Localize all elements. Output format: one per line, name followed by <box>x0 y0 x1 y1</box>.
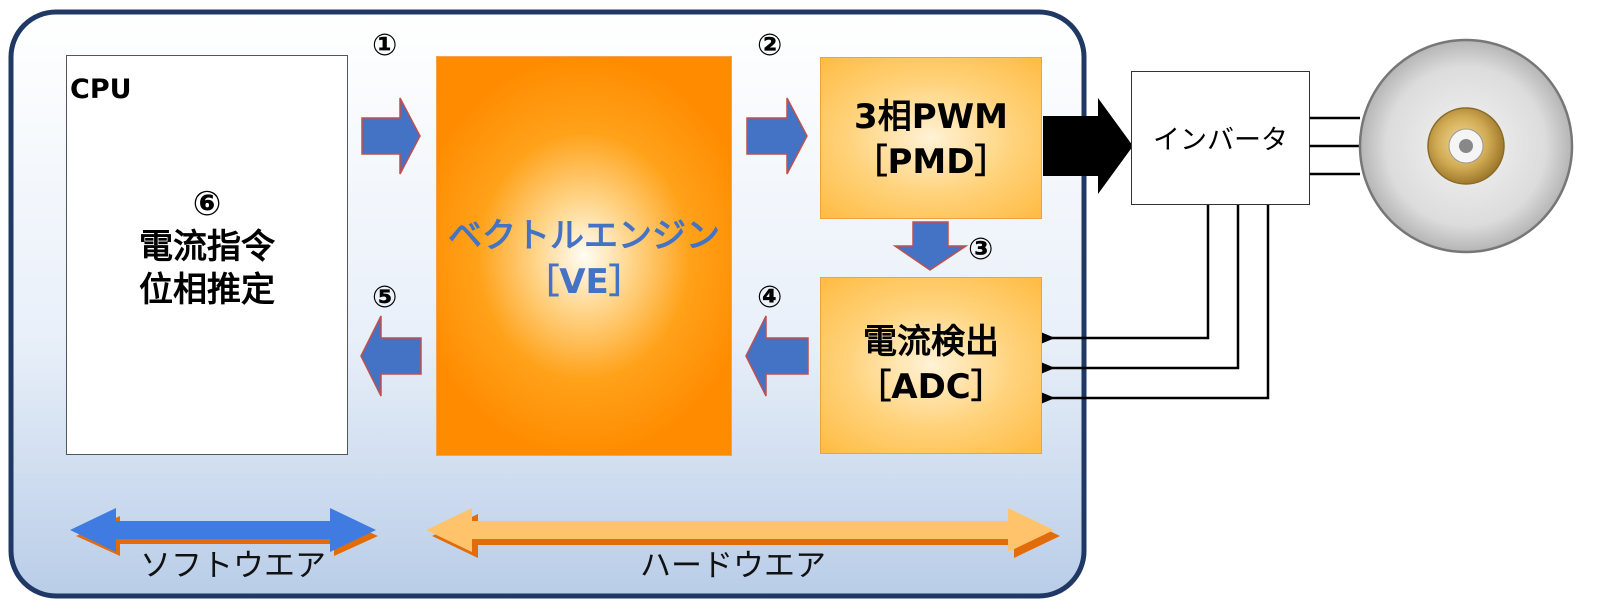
inverter-block <box>1131 71 1310 205</box>
step1-marker: ① <box>372 28 398 63</box>
arrow-step1 <box>361 97 421 175</box>
pwm-text: 3相PWM ［PMD］ <box>820 95 1042 185</box>
cpu-label: CPU <box>70 74 132 105</box>
ve-line2: ［VE］ <box>525 262 643 302</box>
cpu-function-text: ⑥ 電流指令 位相推定 <box>66 183 348 312</box>
current-feedback-lines <box>1025 205 1270 411</box>
arrow-step3 <box>892 221 969 271</box>
pwm-line1: 3相PWM <box>854 97 1008 137</box>
adc-text: 電流検出 ［ADC］ <box>820 320 1042 410</box>
step5-marker: ⑤ <box>372 280 398 315</box>
adc-block <box>820 277 1042 454</box>
adc-line2: ［ADC］ <box>857 367 1005 407</box>
phase-lines <box>1310 116 1360 176</box>
software-label: ソフトウエア <box>140 548 326 584</box>
vector-engine-block <box>436 56 732 456</box>
step3-marker: ③ <box>968 232 994 267</box>
arrow-step5 <box>360 315 422 397</box>
cpu-block <box>66 55 348 455</box>
ve-line1: ベクトルエンジン <box>448 216 720 256</box>
hardware-label: ハードウエア <box>640 548 826 584</box>
cpu-line1: 電流指令 <box>139 227 275 267</box>
vector-engine-text: ベクトルエンジン ［VE］ <box>436 213 732 305</box>
hardware-double-arrow <box>426 508 1054 552</box>
arrow-step4 <box>745 315 809 397</box>
motor-icon <box>1358 38 1574 254</box>
inverter-label: インバータ <box>1153 125 1288 156</box>
cpu-line2: 位相推定 <box>139 270 275 310</box>
adc-line1: 電流検出 <box>863 322 999 362</box>
pwm-block <box>820 57 1042 219</box>
arrow-pwm-to-inverter <box>1043 98 1133 194</box>
step6-marker: ⑥ <box>192 184 222 224</box>
software-double-arrow <box>70 508 376 552</box>
arrow-step2 <box>746 97 808 175</box>
step4-marker: ④ <box>757 280 783 315</box>
step2-marker: ② <box>757 28 783 63</box>
pwm-line2: ［PMD］ <box>853 142 1009 182</box>
